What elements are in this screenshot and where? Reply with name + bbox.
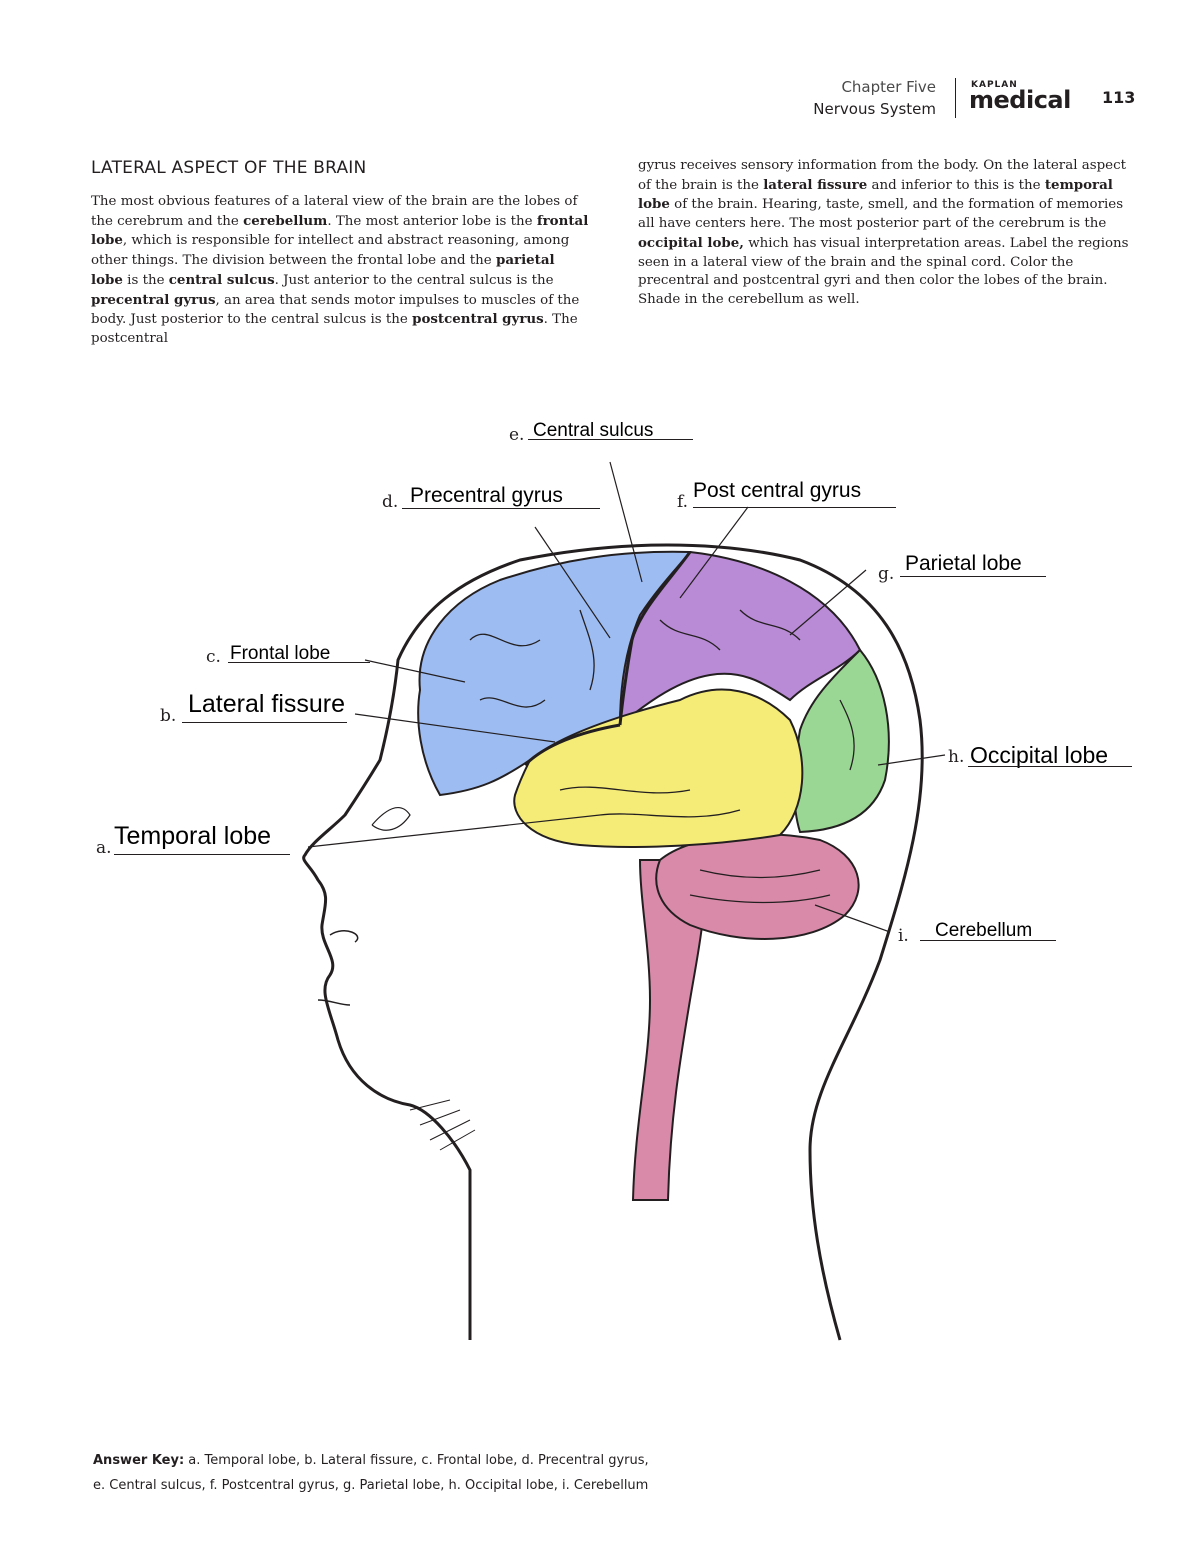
label-occipital-lobe: Occipital lobe [970, 742, 1109, 768]
label-letter-i: i. [898, 926, 909, 946]
body-text-right: gyrus receives sensory information from … [638, 157, 1138, 310]
body-term: cerebellum [243, 212, 328, 229]
answer-key-label: Answer Key: [93, 1453, 185, 1468]
label-precentral-gyrus: Precentral gyrus [410, 484, 563, 507]
gyri-lines [469, 609, 855, 904]
eye-sketch [371, 807, 411, 831]
body-text-segment: , which is responsible for intellect and… [91, 233, 574, 269]
temporal-lobe-region [513, 688, 804, 848]
body-term: parietal lobe [91, 252, 555, 288]
body-text-segment: . Just anterior to the central sulcus is… [274, 272, 558, 288]
label-letter-c: c. [206, 647, 221, 667]
leader-a [307, 814, 601, 848]
body-term: frontal lobe [91, 212, 589, 249]
body-text-left: The most obvious features of a lateral v… [91, 193, 589, 349]
body-text-segment: gyrus receives sensory information from … [638, 158, 1131, 193]
label-underline-g [900, 576, 1046, 577]
label-central-sulcus: Central sulcus [533, 420, 654, 441]
body-text-segment: and inferior to this is the [867, 177, 1045, 193]
spinal-cord [631, 859, 706, 1201]
publisher-logo-top: KAPLAN [971, 80, 1018, 90]
label-frontal-lobe: Frontal lobe [230, 643, 331, 664]
leader-d [534, 526, 611, 639]
page-number: 113 [1102, 88, 1136, 107]
section-label: Nervous System [813, 100, 936, 118]
label-underline-b [182, 722, 347, 723]
lateral-fissure-line [523, 723, 621, 767]
leader-g [789, 569, 867, 636]
answer-key-line1: a. Temporal lobe, b. Lateral fissure, c.… [184, 1453, 649, 1468]
label-lateral-fissure: Lateral fissure [188, 690, 346, 718]
leader-f [679, 506, 749, 599]
body-term: postcentral gyrus [412, 311, 544, 328]
label-underline-a [114, 854, 290, 855]
leader-h [877, 754, 946, 766]
label-temporal-lobe: Temporal lobe [114, 822, 272, 850]
section-title: LATERAL ASPECT OF THE BRAIN [91, 158, 367, 178]
label-letter-a: a. [96, 838, 112, 858]
body-term: temporal lobe [638, 176, 1113, 213]
header-divider [955, 78, 956, 118]
body-text-segment: . The most anterior lobe is the [327, 213, 537, 229]
answer-key: Answer Key: a. Temporal lobe, b. Lateral… [93, 1448, 1093, 1498]
label-letter-b: b. [160, 706, 177, 726]
body-text-segment: which has visual interpretation areas. L… [638, 235, 1133, 307]
leader-i [814, 904, 891, 933]
cerebellum-region [655, 833, 860, 940]
label-underline-h [968, 766, 1132, 767]
label-letter-g: g. [878, 564, 895, 584]
leader-c [364, 659, 466, 683]
label-underline-i [920, 940, 1056, 941]
parietal-lobe-region [618, 550, 862, 728]
nose-lip-line [317, 930, 359, 1006]
head-outline [302, 543, 924, 1341]
body-text-segment: The most obvious features of a lateral v… [91, 194, 582, 229]
body-text-segment: , an area that sends motor impulses to m… [91, 292, 584, 328]
brain-diagram [302, 461, 946, 1341]
label-underline-d [402, 508, 600, 509]
label-underline-f [693, 507, 896, 508]
label-underline-c [228, 662, 370, 663]
label-letter-h: h. [948, 747, 965, 767]
body-term: central sulcus [168, 271, 275, 288]
label-letter-e: e. [509, 425, 525, 445]
answer-key-line2: e. Central sulcus, f. Postcentral gyrus,… [93, 1478, 649, 1493]
body-text-segment: is the [122, 272, 169, 288]
occipital-lobe-region [793, 648, 890, 834]
body-term: precentral gyrus [91, 291, 216, 308]
label-cerebellum: Cerebellum [935, 920, 1033, 941]
label-post-central-gyrus: Post central gyrus [693, 479, 862, 502]
page-header: Chapter Five Nervous System KAPLAN medic… [0, 76, 1200, 136]
body-term: lateral fissure [763, 176, 868, 193]
leader-b [354, 713, 556, 743]
label-underline-e [528, 439, 693, 440]
neck-shading [409, 1099, 476, 1151]
body-term: occipital lobe, [638, 234, 744, 251]
label-parietal-lobe: Parietal lobe [905, 552, 1022, 575]
leader-lines [307, 461, 946, 933]
chapter-label: Chapter Five [841, 78, 936, 96]
body-text-segment: . The postcentral [91, 312, 582, 346]
label-letter-d: d. [382, 492, 399, 512]
publisher-logo: medical [969, 86, 1071, 114]
label-letter-f: f. [677, 492, 689, 512]
central-sulcus-line [618, 551, 692, 726]
leader-e [609, 461, 643, 583]
body-text-segment: of the brain. Hearing, taste, smell, and… [638, 197, 1128, 232]
